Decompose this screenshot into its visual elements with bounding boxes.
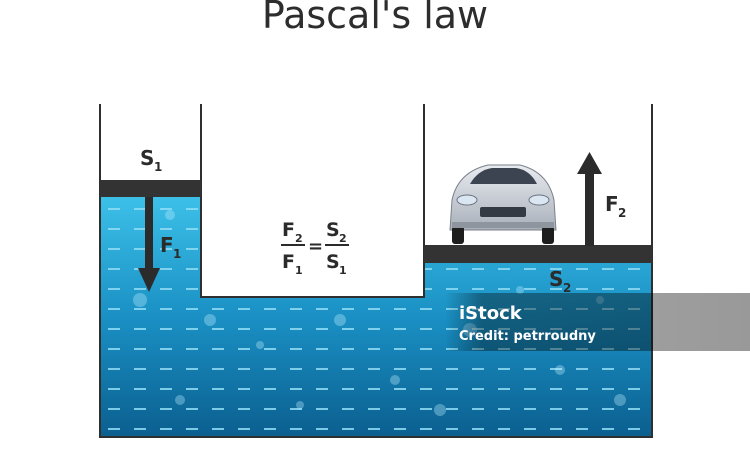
svg-text:F: F — [282, 251, 295, 273]
svg-text:S: S — [326, 251, 340, 273]
watermark-credit: Credit: petrroudny — [459, 329, 596, 344]
svg-text:2: 2 — [563, 281, 571, 295]
large-piston — [424, 245, 652, 263]
car-icon — [449, 164, 557, 244]
watermark-brand: iStock — [459, 303, 523, 324]
svg-text:F: F — [605, 192, 619, 216]
svg-text:F: F — [160, 233, 174, 257]
svg-text:S: S — [549, 267, 563, 291]
svg-text:S: S — [326, 219, 340, 241]
label-s1: S 1 — [140, 146, 162, 174]
arrow-down-icon — [138, 197, 160, 292]
svg-text:1: 1 — [295, 264, 303, 277]
page-title: Pascal's law — [261, 0, 489, 37]
label-f2: F 2 — [605, 192, 626, 220]
small-piston — [100, 180, 201, 197]
svg-text:2: 2 — [295, 232, 303, 245]
container-walls — [99, 104, 653, 438]
arrow-up-icon — [577, 152, 602, 246]
svg-text:S: S — [140, 146, 154, 170]
label-f1: F 1 — [160, 233, 181, 261]
watermark: iStock Credit: petrroudny — [445, 293, 750, 351]
svg-text:1: 1 — [173, 247, 181, 261]
pascal-equation: F 2 F 1 = S 2 S 1 — [281, 219, 349, 277]
svg-text:1: 1 — [154, 160, 162, 174]
svg-text:=: = — [308, 236, 323, 257]
svg-text:2: 2 — [618, 206, 626, 220]
svg-text:2: 2 — [339, 232, 347, 245]
label-s2: S 2 — [549, 267, 571, 295]
svg-text:F: F — [282, 219, 295, 241]
liquid — [100, 197, 652, 437]
svg-text:1: 1 — [339, 264, 347, 277]
